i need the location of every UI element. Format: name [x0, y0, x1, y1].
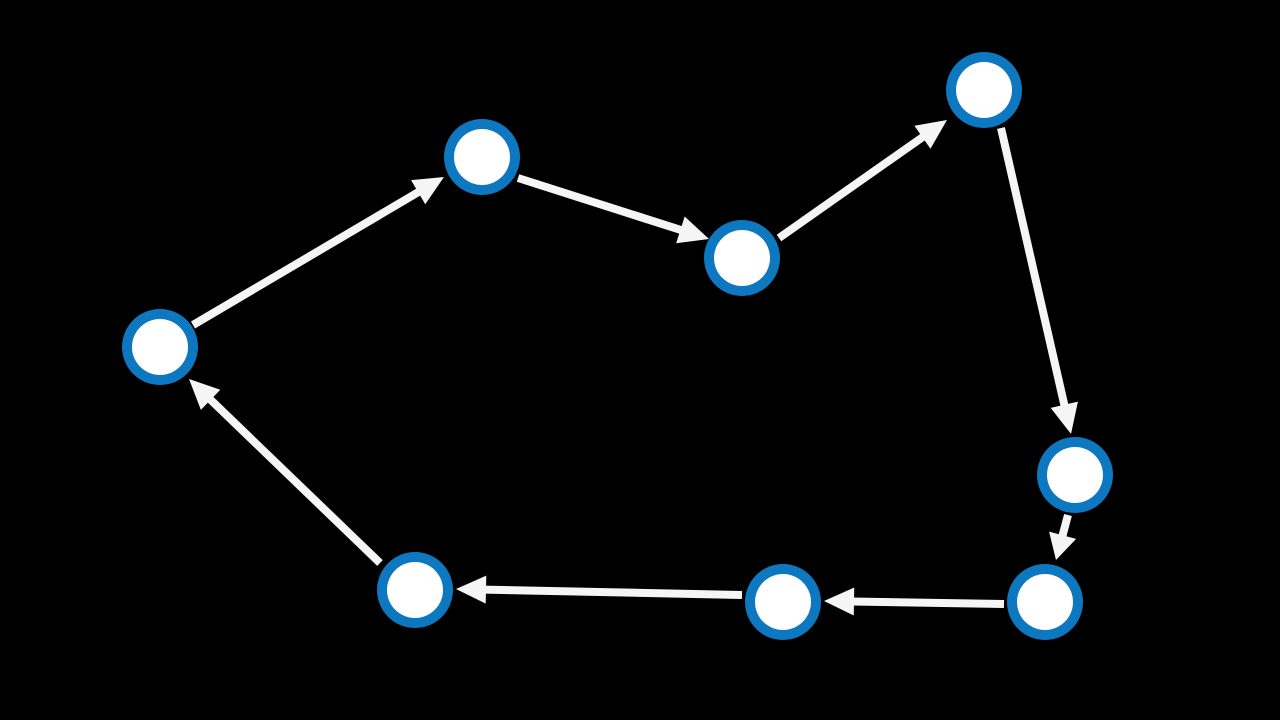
- edge-arrowhead-icon: [914, 120, 947, 149]
- graph-node[interactable]: [745, 564, 821, 640]
- graph-node[interactable]: [1007, 564, 1083, 640]
- node-fill[interactable]: [1047, 447, 1103, 503]
- edge-arrowhead-icon: [411, 177, 444, 205]
- graph-edge: [824, 587, 1005, 616]
- node-fill[interactable]: [132, 319, 188, 375]
- edge-arrowhead-icon: [676, 216, 709, 244]
- nodes-layer: [122, 52, 1113, 640]
- node-fill[interactable]: [755, 574, 811, 630]
- graph-node[interactable]: [946, 52, 1022, 128]
- graph-node[interactable]: [1037, 437, 1113, 513]
- graph-edge: [189, 379, 383, 566]
- edge-shaft: [851, 597, 1005, 608]
- edge-arrowhead-icon: [1050, 401, 1078, 434]
- edge-shaft: [483, 585, 743, 599]
- graph-edge: [1049, 513, 1077, 560]
- edge-shaft: [516, 174, 684, 235]
- edge-shaft: [1058, 513, 1072, 539]
- edge-arrowhead-icon: [1049, 531, 1077, 560]
- graph-node[interactable]: [122, 309, 198, 385]
- edge-arrowhead-icon: [824, 587, 855, 616]
- graph-edge: [516, 174, 709, 244]
- node-fill[interactable]: [387, 562, 443, 618]
- edge-arrowhead-icon: [189, 379, 221, 410]
- graph-edge: [190, 177, 444, 329]
- graph-node[interactable]: [704, 220, 780, 296]
- node-fill[interactable]: [1017, 574, 1073, 630]
- graph-node[interactable]: [444, 119, 520, 195]
- edges-layer: [189, 120, 1078, 616]
- graph-edge: [456, 575, 743, 604]
- node-fill[interactable]: [454, 129, 510, 185]
- edge-shaft: [997, 127, 1069, 408]
- edge-shaft: [190, 187, 422, 329]
- graph-edge: [997, 127, 1078, 434]
- graph-edge: [776, 120, 947, 242]
- node-fill[interactable]: [956, 62, 1012, 118]
- edge-shaft: [206, 395, 383, 566]
- edge-arrowhead-icon: [456, 575, 487, 604]
- node-fill[interactable]: [714, 230, 770, 286]
- edge-shaft: [776, 132, 927, 242]
- graph-node[interactable]: [377, 552, 453, 628]
